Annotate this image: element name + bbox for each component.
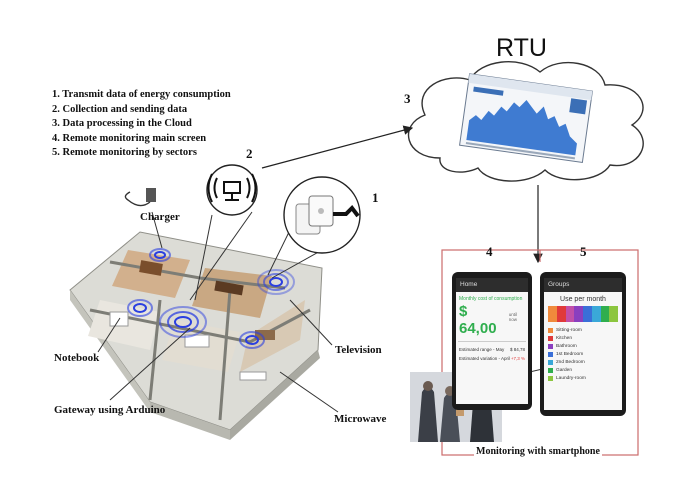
rtu-title: RTU [496, 34, 547, 62]
step-item: 5. Remote monitoring by sectors [52, 147, 197, 158]
sector-name: Bathroom [556, 343, 577, 349]
sector-item: Garden [548, 366, 618, 374]
sector-name: Laundry-room [556, 375, 586, 381]
phone-groups-appbar: Groups [544, 278, 622, 292]
arrow-to-cloud [261, 125, 414, 169]
phone-home-subtitle: Monthly cost of consumption [459, 296, 523, 302]
sector-item: Kitchen [548, 334, 618, 342]
usage-bar-segment [609, 306, 618, 322]
usage-bar-segment [583, 306, 592, 322]
usage-bar-segment [556, 306, 566, 322]
step-5-number: 5 [580, 244, 587, 259]
step-item: 2. Collection and sending data [52, 103, 188, 115]
sector-swatch [548, 359, 553, 365]
step-3-number: 3 [404, 91, 411, 106]
phone-home-screen: Home Monthly cost of consumption $ 64,00… [456, 278, 528, 404]
step-item: 4. Remote monitoring main screen [52, 132, 207, 144]
sector-swatch [548, 375, 553, 381]
charger-icon [124, 188, 163, 249]
phone-home-range-value: $ 84,78 [509, 347, 525, 352]
step-item: 3. Data processing in the Cloud [52, 118, 192, 129]
phone-home-amount-suffix: until now [508, 312, 518, 322]
sector-name: Garden [556, 367, 572, 373]
step-item: 1. Transmit data of energy consumption [52, 89, 231, 100]
sector-swatch [548, 343, 553, 349]
sector-name: 1st Bedroom [556, 351, 584, 357]
gateway-label: Gateway using Arduino [54, 404, 166, 416]
sector-swatch [548, 351, 553, 357]
sector-item: Laundry-room [548, 374, 618, 382]
sector-name: 2nd Bedroom [556, 359, 585, 365]
sector-name: Sitting-room [556, 327, 582, 333]
usage-color-bar [548, 306, 618, 322]
usage-bar-segment [574, 306, 583, 322]
usage-bar-segment [548, 306, 557, 322]
step-list: 1. Transmit data of energy consumption 2… [52, 88, 231, 161]
television-label: Television [335, 344, 382, 356]
usage-bar-segment [565, 306, 575, 322]
step-4-number: 4 [486, 244, 493, 259]
usage-bar-segment [600, 306, 610, 322]
smart-plug-circle [267, 176, 361, 279]
phone-home-range-label: Estimated range - May [459, 347, 505, 352]
phone-home-variation-label: Estimated variation - April [459, 356, 511, 361]
phone-home-amount: $ 64,00 [459, 303, 497, 337]
sector-swatch [548, 327, 553, 333]
charger-label: Charger [140, 211, 180, 223]
phone-home-variation-value: +7,3 % [510, 356, 525, 361]
sector-name: Kitchen [556, 335, 572, 341]
notebook-label: Notebook [54, 352, 100, 364]
usage-bar-segment [591, 306, 601, 322]
sector-item: Bathroom [548, 342, 618, 350]
rtu-monitor-screenshot [459, 73, 593, 163]
sector-swatch [548, 335, 553, 341]
sector-item: 1st Bedroom [548, 350, 618, 358]
phone-home: Home Monthly cost of consumption $ 64,00… [452, 272, 532, 410]
wifi-signals [127, 248, 295, 349]
monitoring-label: Monitoring with smartphone [474, 446, 602, 457]
microwave-label: Microwave [334, 413, 387, 425]
sector-swatch [548, 367, 553, 373]
sector-item: Sitting-room [548, 326, 618, 334]
phone-home-appbar: Home [456, 278, 528, 292]
gateway-icon-circle [189, 164, 258, 301]
sector-item: 2nd Bedroom [548, 358, 618, 366]
phone-groups-heading: Use per month [560, 296, 606, 303]
step-2-number: 2 [246, 146, 253, 161]
house-floorplan [69, 231, 323, 440]
step-1-number: 1 [372, 190, 379, 205]
label-leaders [97, 299, 339, 413]
